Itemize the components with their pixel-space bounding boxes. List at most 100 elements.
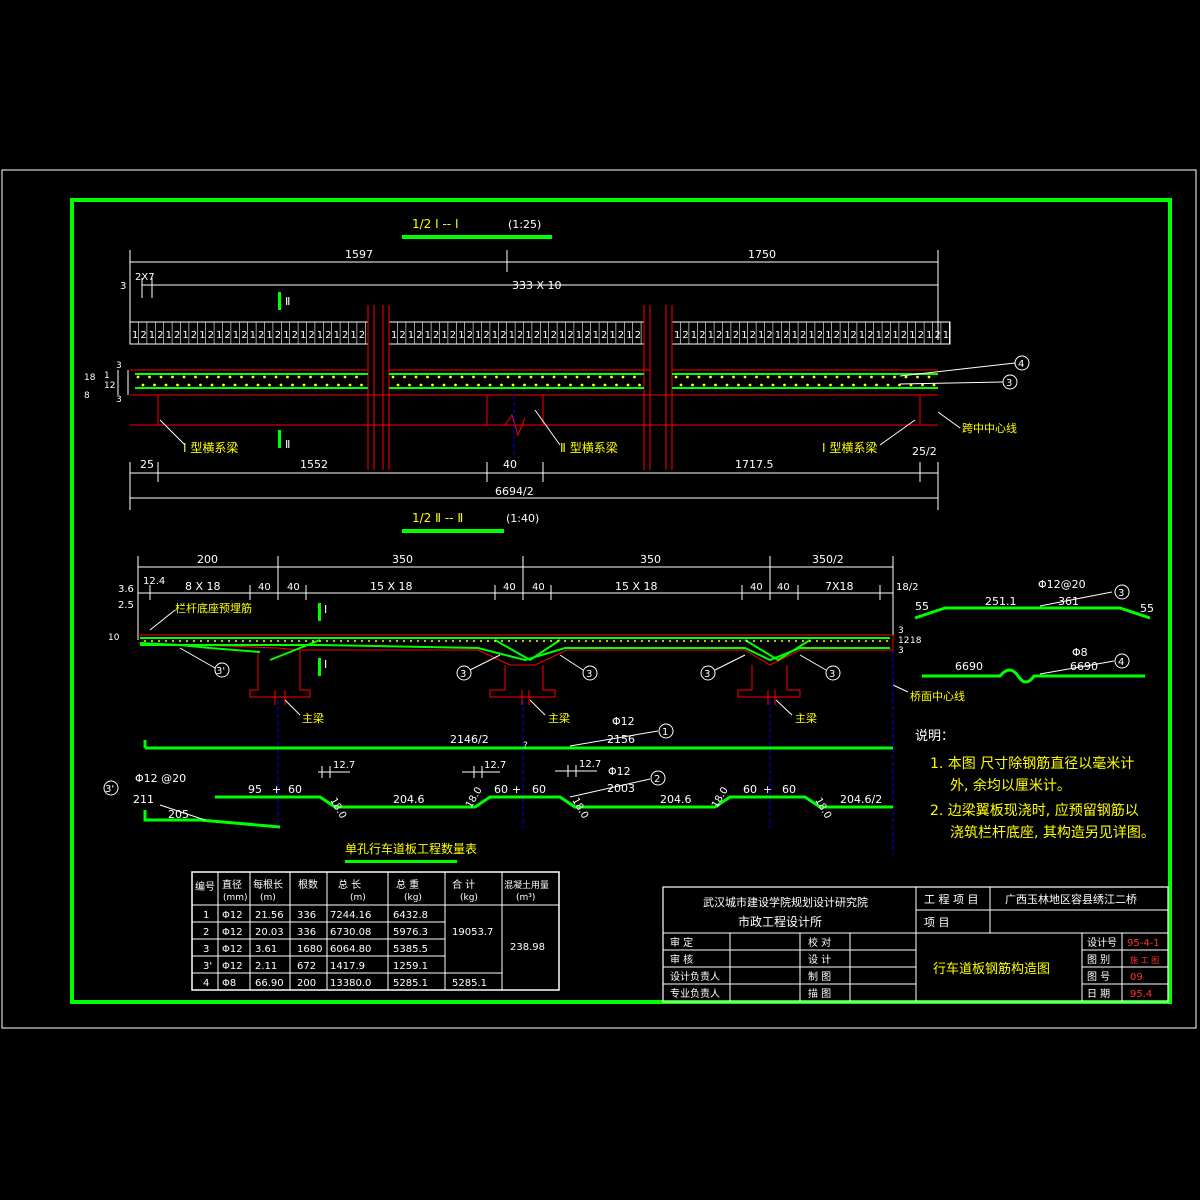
stirrup-label: 2 — [140, 330, 146, 341]
table-cell: Φ12 — [222, 927, 243, 938]
tsh-6: (kg) — [460, 893, 478, 903]
s2-small-12: 12 — [898, 636, 909, 646]
leader-beam-mid — [534, 409, 561, 446]
stirrup-label: 1 — [808, 330, 814, 341]
label-bridge-center: 桥面中心线 — [910, 689, 965, 703]
stirrup-label: 2 — [601, 330, 607, 341]
s2-dim-350-2: 350/2 — [812, 553, 844, 566]
stirrup-label: 1 — [758, 330, 764, 341]
s2-dim-200: 200 — [197, 553, 218, 566]
drawing-frame — [70, 198, 1172, 1004]
label-rail: 栏杆底座预埋筋 — [175, 601, 252, 615]
s2-dim-350a: 350 — [392, 553, 413, 566]
label-centerline: 跨中中心线 — [962, 421, 1017, 435]
s2-sub-40c: 40 — [503, 582, 516, 593]
stirrup-label: 2 — [850, 330, 856, 341]
stirrup-label: 2 — [766, 330, 772, 341]
svg-text:3: 3 — [460, 669, 466, 680]
svg-text:专业负责人: 专业负责人 — [670, 987, 720, 1000]
s2-dim-2.5: 2.5 — [118, 600, 134, 611]
table-cell: 6432.8 — [393, 910, 428, 921]
stirrup-label: 1 — [408, 330, 414, 341]
table-cell: 336 — [297, 927, 316, 938]
s2-section-mark-bottom-label: Ⅰ — [324, 658, 327, 671]
svg-text:3': 3' — [105, 784, 114, 795]
quantity-table: 单孔行车道板工程数量表 编号 直径 每根长 根数 总 长 总 重 合 — [191, 841, 560, 991]
th-0: 编号 — [195, 880, 215, 893]
tb-right-labels: 设计号 图 别 图 号 日 期 — [1087, 936, 1117, 1000]
section-2-title: 1/2 Ⅱ -- Ⅱ — [412, 511, 463, 525]
bar3-dim-55b: 55 — [1140, 602, 1154, 615]
section-2-scale: (1:40) — [506, 512, 539, 525]
stirrup-label: 1 — [741, 330, 747, 341]
svg-text:4: 4 — [1118, 657, 1124, 668]
stirrup-label: 2 — [934, 330, 940, 341]
label-beam-left: Ⅰ 型横系梁 — [183, 440, 238, 455]
section-2: 1/2 Ⅱ -- Ⅱ (1:40) 200 350 350 350/2 3.6 … — [108, 511, 965, 855]
leader-main-beam-3 — [775, 699, 793, 716]
leader-bridge-center — [892, 684, 909, 693]
s2-sub-40a: 40 — [258, 582, 271, 593]
table-cell: 1259.1 — [393, 961, 428, 972]
bar4-spec: Φ8 — [1072, 646, 1088, 659]
stirrup-label: 1 — [250, 330, 256, 341]
label-beam-right: Ⅰ 型横系梁 — [822, 440, 877, 455]
svg-text:审 定: 审 定 — [670, 936, 693, 949]
stirrup-label: 1 — [391, 330, 397, 341]
stirrup-label: 2 — [750, 330, 756, 341]
stirrup-label: 2 — [258, 330, 264, 341]
stirrup-label: 2 — [399, 330, 405, 341]
marker-3: 3 — [899, 374, 1018, 390]
s2-sub-15x18a: 15 X 18 — [370, 580, 413, 593]
stirrup-label: 2 — [292, 330, 298, 341]
stirrup-label: 1 — [876, 330, 882, 341]
table-cell: 20.03 — [255, 927, 284, 938]
bar2-s2: 12.7 — [579, 759, 601, 770]
stirrup-label: 1 — [892, 330, 898, 341]
stirrup-label: 2 — [884, 330, 890, 341]
s2-sub-18-2: 18/2 — [896, 582, 918, 593]
stirrup-label: 1 — [525, 330, 531, 341]
stirrup-label: 2 — [483, 330, 489, 341]
s2-small-3b: 3 — [898, 646, 904, 656]
tb-project-value: 广西玉林地区容县绣江二桥 — [1005, 892, 1137, 906]
table-cell: 7244.16 — [330, 910, 371, 921]
section-2-top-dims — [137, 556, 894, 640]
s2-sub-8x18: 8 X 18 — [185, 580, 221, 593]
svg-text:图 号: 图 号 — [1087, 971, 1110, 983]
stirrup-label: 2 — [224, 330, 230, 341]
s2-marker-3p: 3' — [179, 647, 230, 678]
section-1-bottom-dims — [129, 462, 939, 510]
bar1-marker: 1 — [569, 723, 674, 747]
stirrup-label: 2 — [800, 330, 806, 341]
bar3p-dim-205: 205 — [168, 808, 189, 821]
stirrup-label: 1 — [233, 330, 239, 341]
notes: 说明： 1. 本图 尺寸除钢筋直径以毫米计 外, 余均以厘米计。 2. 边梁翼板… — [915, 729, 1155, 841]
bar3p-marker: 3' — [103, 780, 119, 796]
stirrup-label: 1 — [708, 330, 714, 341]
table-cell: 21.56 — [255, 910, 284, 921]
s2-marker-3d: 3 — [799, 654, 841, 681]
leader-rail — [149, 609, 176, 631]
th-1: 直径 — [222, 878, 242, 891]
stirrup-label: 2 — [241, 330, 247, 341]
stirrup-label: 1 — [593, 330, 599, 341]
bar2-d1: + — [272, 783, 281, 796]
bottom-dim-40: 40 — [503, 458, 517, 471]
bar2-d11: 204.6 — [660, 793, 692, 806]
bar3p-dim-211: 211 — [133, 793, 154, 806]
s2-slab — [137, 634, 894, 705]
dim-2x7: 2X7 — [135, 272, 155, 283]
stirrup-label: 1 — [509, 330, 515, 341]
side-dim-8: 8 — [84, 391, 90, 401]
marker-4: 4 — [899, 355, 1030, 377]
stirrup-label: 2 — [584, 330, 590, 341]
table-cell: Φ12 — [222, 944, 243, 955]
table-cell: 3' — [203, 961, 212, 972]
bar2-d13: 60 — [743, 783, 757, 796]
s2-section-mark-top — [318, 603, 321, 621]
bottom-dim-1717: 1717.5 — [735, 458, 774, 471]
bar2-spec: Φ12 — [608, 765, 631, 778]
stirrup-label: 1 — [132, 330, 138, 341]
svg-text:95-4-1: 95-4-1 — [1127, 938, 1160, 949]
